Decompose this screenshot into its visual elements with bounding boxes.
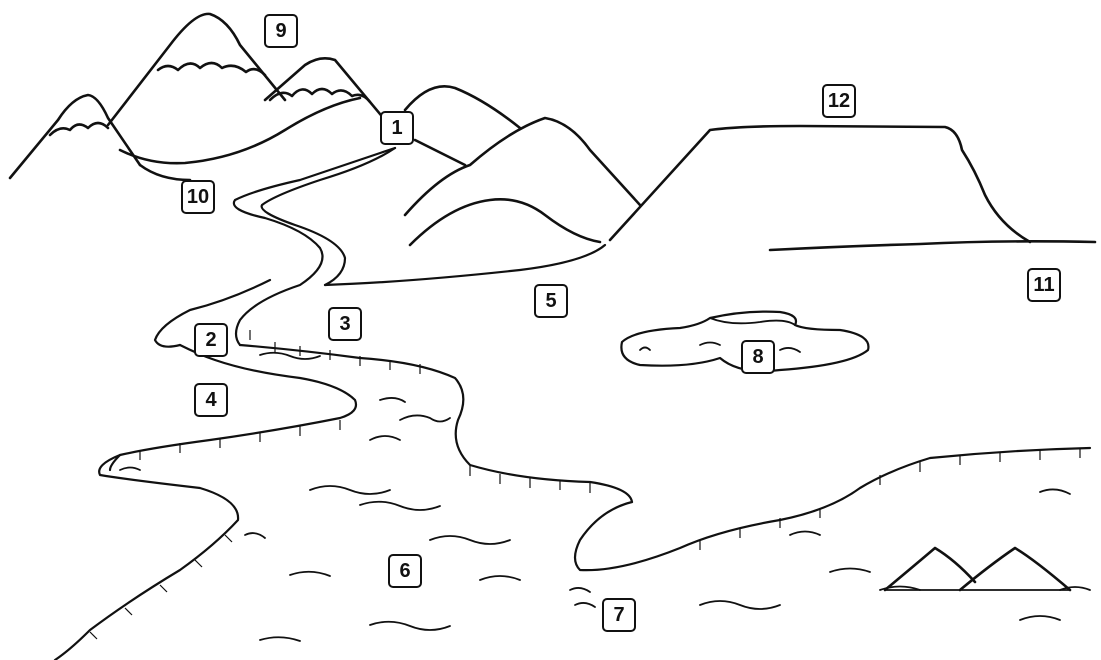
label-7: 7	[602, 598, 636, 632]
label-5: 5	[534, 284, 568, 318]
label-1: 1	[380, 111, 414, 145]
label-4: 4	[194, 383, 228, 417]
label-6: 6	[388, 554, 422, 588]
label-9: 9	[264, 14, 298, 48]
label-3: 3	[328, 307, 362, 341]
plateau	[610, 126, 1095, 250]
label-12: 12	[822, 84, 856, 118]
label-2: 2	[194, 323, 228, 357]
label-10: 10	[181, 180, 215, 214]
label-11: 11	[1027, 268, 1061, 302]
islands	[885, 548, 1070, 590]
snow-capped-mountains	[10, 14, 640, 245]
label-8: 8	[741, 340, 775, 374]
river-bank-ticks	[90, 330, 1080, 639]
